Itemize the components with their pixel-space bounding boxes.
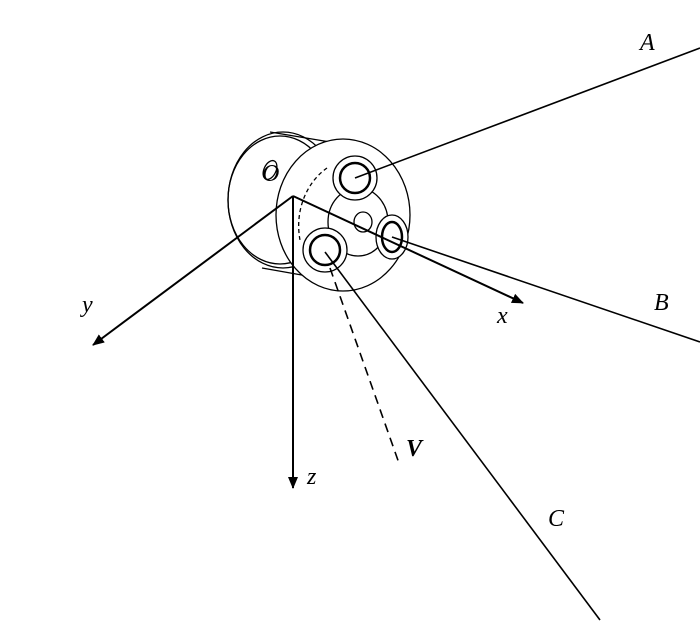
y-axis — [92, 195, 294, 346]
x-axis — [292, 195, 524, 304]
label-y: y — [80, 292, 93, 318]
label-x: x — [496, 303, 508, 329]
center-hole — [353, 211, 373, 233]
label-O: O — [262, 161, 279, 187]
velocity-dashed-line — [329, 267, 401, 467]
label-B: B — [654, 290, 669, 316]
line-B — [391, 236, 700, 343]
label-A: A — [638, 30, 655, 56]
line-A — [354, 47, 700, 179]
cylinder-body — [227, 131, 411, 292]
line-C — [324, 251, 601, 621]
hole-bottom-left — [302, 227, 348, 273]
label-z: z — [306, 464, 317, 490]
label-V: V — [406, 436, 424, 462]
label-C: C — [548, 506, 565, 532]
side-hole — [262, 159, 278, 181]
